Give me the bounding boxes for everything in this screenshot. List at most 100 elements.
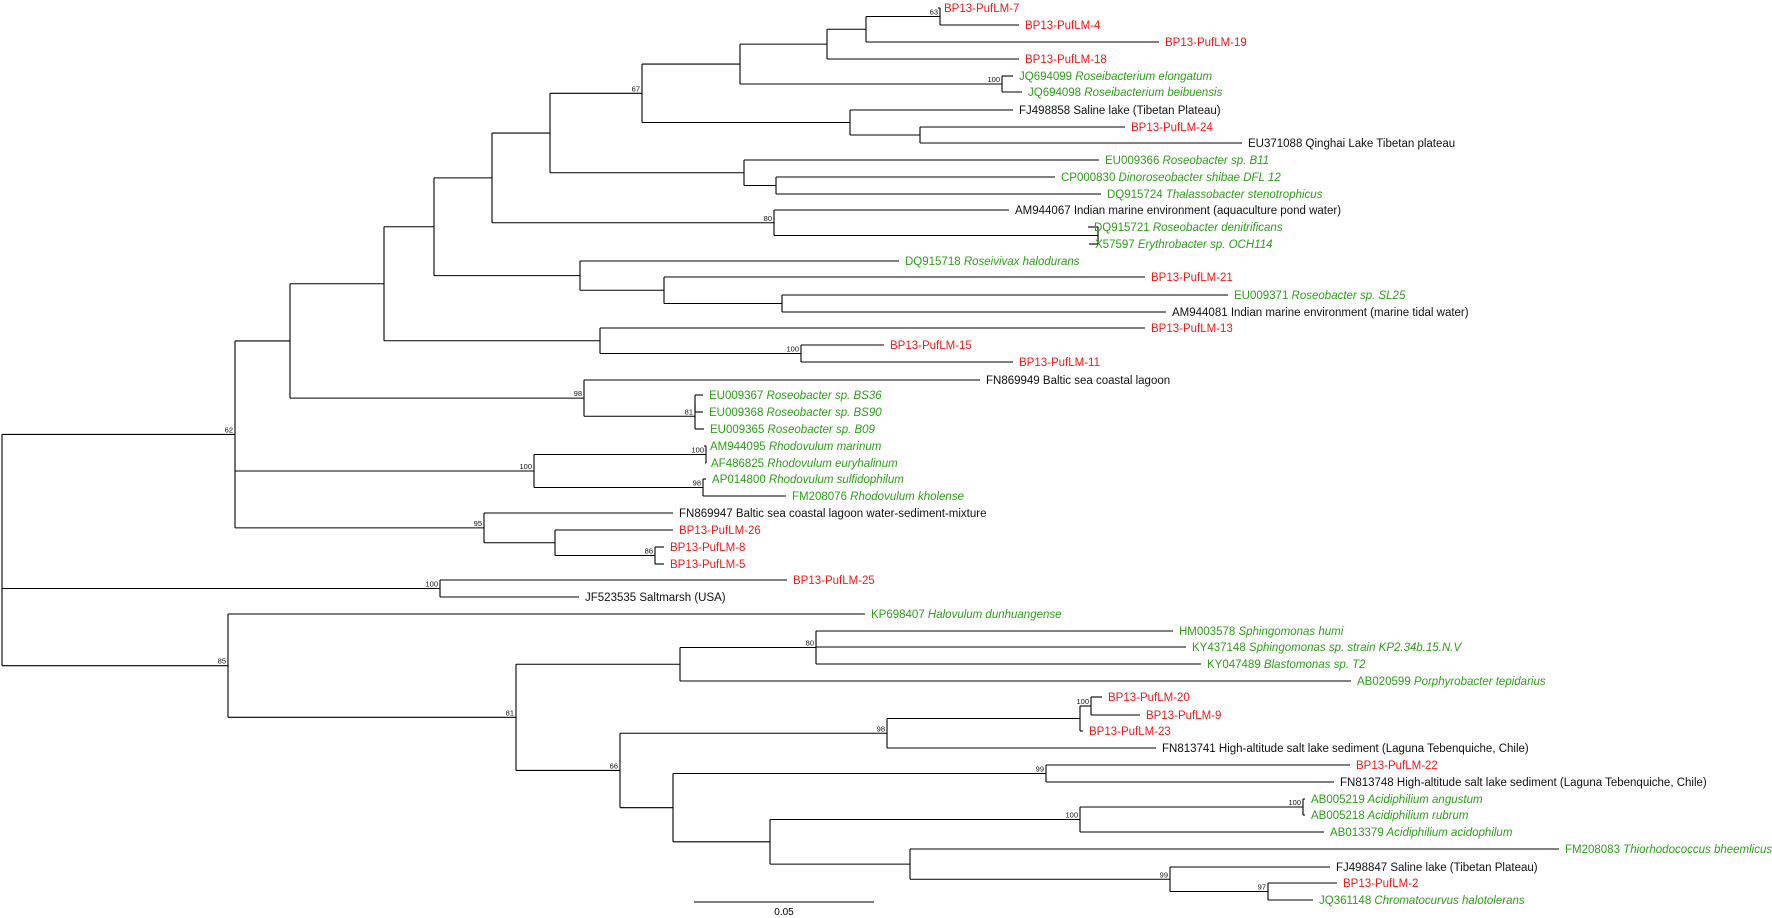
leaf-name: Thiorhodococcus bheemlicus <box>1620 844 1772 856</box>
leaf-accession: FN813741 <box>1162 743 1216 755</box>
leaf-label: KY047489 Blastomonas sp. T2 <box>1207 659 1366 671</box>
bootstrap-value: 67 <box>632 84 640 93</box>
leaf-label: AP014800 Rhodovulum sulfidophilum <box>712 474 904 486</box>
leaf-name: Saltmarsh (USA) <box>636 592 726 604</box>
leaf-label: BP13-PufLM-23 <box>1089 726 1171 738</box>
leaf-accession: BP13-PufLM-25 <box>793 575 875 587</box>
leaf-name: Blastomonas sp. T2 <box>1261 659 1366 671</box>
leaf-accession: FN869947 <box>679 508 733 520</box>
leaf-label: KP698407 Halovulum dunhuangense <box>871 609 1062 621</box>
leaf-name: Roseobacter sp. BS36 <box>763 390 882 402</box>
leaf-accession: AB013379 <box>1330 827 1384 839</box>
leaf-name: Roseobacter sp. B11 <box>1159 155 1269 167</box>
bootstrap-value: 98 <box>693 479 701 488</box>
leaf-name: Roseobacter sp. SL25 <box>1288 290 1406 302</box>
leaf-accession: BP13-PufLM-26 <box>679 525 761 537</box>
leaf-label: BP13-PufLM-13 <box>1151 323 1233 335</box>
leaf-accession: DQ915718 <box>905 256 961 268</box>
leaf-name: Sphingomonas sp. strain KP2.34b.15.N.V <box>1246 642 1463 654</box>
leaf-accession: DQ915721 <box>1094 222 1150 234</box>
leaf-label: FJ498847 Saline lake (Tibetan Plateau) <box>1336 862 1538 874</box>
leaf-label: AB013379 Acidiphilium acidophilum <box>1330 827 1513 839</box>
leaf-accession: EU009365 <box>710 424 764 436</box>
bootstrap-value: 100 <box>519 462 532 471</box>
leaf-accession: AM944095 <box>710 441 766 453</box>
leaf-accession: X57597 <box>1095 239 1135 251</box>
leaf-name: Rhodovulum kholense <box>847 491 964 503</box>
leaf-accession: AP014800 <box>712 474 766 486</box>
leaf-accession: FM208076 <box>792 491 847 503</box>
leaf-accession: BP13-PufLM-7 <box>944 3 1019 15</box>
leaf-label: EU371088 Qinghai Lake Tibetan plateau <box>1248 138 1455 150</box>
leaf-label: JQ694099 Roseibacterium elongatum <box>1019 71 1212 83</box>
leaf-name: Roseobacter sp. B09 <box>764 424 875 436</box>
bootstrap-value: 100 <box>987 75 1000 84</box>
bootstrap-values: 6310067801008198100981008695621008010098… <box>218 8 1301 892</box>
bootstrap-value: 63 <box>930 8 938 17</box>
leaf-accession: BP13-PufLM-15 <box>890 340 972 352</box>
bootstrap-value: 100 <box>425 580 438 589</box>
leaf-accession: AM944081 <box>1172 307 1228 319</box>
leaf-accession: BP13-PufLM-2 <box>1343 878 1418 890</box>
leaf-name: Roseivivax halodurans <box>961 256 1080 268</box>
leaf-label: AB005218 Acidiphilium rubrum <box>1311 810 1469 822</box>
leaf-label: CP000830 Dinoroseobacter shibae DFL 12 <box>1061 172 1281 184</box>
leaf-label: AB020599 Porphyrobacter tepidarius <box>1357 676 1546 688</box>
leaf-label: FM208083 Thiorhodococcus bheemlicus <box>1565 844 1772 856</box>
leaf-name: Roseibacterium elongatum <box>1072 71 1212 83</box>
leaf-name: Roseobacter sp. BS90 <box>763 407 882 419</box>
leaf-accession: BP13-PufLM-19 <box>1165 37 1247 49</box>
scale-bar: 0.05 <box>694 901 874 918</box>
leaf-accession: EU009368 <box>709 407 763 419</box>
leaf-label: BP13-PufLM-7 <box>944 3 1019 15</box>
leaf-accession: BP13-PufLM-9 <box>1146 710 1221 722</box>
leaf-label: BP13-PufLM-22 <box>1356 760 1438 772</box>
leaf-label: BP13-PufLM-24 <box>1131 122 1213 134</box>
leaf-label: EU009365 Roseobacter sp. B09 <box>710 424 876 436</box>
leaf-name: Erythrobacter sp. OCH114 <box>1135 239 1273 251</box>
leaf-name: Indian marine environment (marine tidal … <box>1228 307 1469 319</box>
leaf-accession: KP698407 <box>871 609 925 621</box>
leaf-label: AB005219 Acidiphilium angustum <box>1311 794 1483 806</box>
leaf-accession: BP13-PufLM-18 <box>1025 54 1107 66</box>
leaf-accession: BP13-PufLM-13 <box>1151 323 1233 335</box>
bootstrap-value: 98 <box>877 724 885 733</box>
bootstrap-value: 66 <box>610 761 618 770</box>
leaf-name: Halovulum dunhuangense <box>925 609 1062 621</box>
leaf-label: EU009366 Roseobacter sp. B11 <box>1105 155 1269 167</box>
leaf-name: Indian marine environment (aquaculture p… <box>1071 205 1342 217</box>
leaf-accession: KY437148 <box>1192 642 1246 654</box>
leaf-label: BP13-PufLM-25 <box>793 575 875 587</box>
bootstrap-value: 98 <box>574 389 582 398</box>
bootstrap-value: 81 <box>506 708 514 717</box>
leaf-accession: BP13-PufLM-5 <box>670 559 745 571</box>
bootstrap-value: 97 <box>1258 883 1266 892</box>
leaf-name: Rhodovulum sulfidophilum <box>766 474 904 486</box>
leaf-label: DQ915721 Roseobacter denitrificans <box>1094 222 1283 234</box>
bootstrap-value: 100 <box>691 446 704 455</box>
leaf-name: Rhodovulum marinum <box>766 441 882 453</box>
leaf-label: X57597 Erythrobacter sp. OCH114 <box>1095 239 1273 251</box>
leaf-accession: EU009367 <box>709 390 763 402</box>
leaf-name: Acidiphilium angustum <box>1365 794 1483 806</box>
leaf-accession: BP13-PufLM-24 <box>1131 122 1213 134</box>
leaf-accession: AB005218 <box>1311 810 1365 822</box>
leaf-accession: CP000830 <box>1061 172 1115 184</box>
leaf-label: BP13-PufLM-4 <box>1025 20 1101 32</box>
leaf-label: EU009368 Roseobacter sp. BS90 <box>709 407 882 419</box>
leaf-name: Thalassobacter stenotrophicus <box>1163 189 1323 201</box>
leaf-label: BP13-PufLM-20 <box>1108 692 1190 704</box>
leaf-label: HM003578 Sphingomonas humi <box>1179 626 1344 638</box>
bootstrap-value: 99 <box>1160 870 1168 879</box>
leaf-label: FN869947 Baltic sea coastal lagoon water… <box>679 508 986 520</box>
scale-bar-label: 0.05 <box>774 907 794 918</box>
leaf-name: Saline lake (Tibetan Plateau) <box>1070 105 1221 117</box>
leaf-accession: BP13-PufLM-8 <box>670 542 745 554</box>
leaf-accession: AM944067 <box>1015 205 1071 217</box>
tree-branches <box>1 7 1559 901</box>
leaf-accession: EU009366 <box>1105 155 1159 167</box>
leaf-accession: FJ498858 <box>1019 105 1070 117</box>
leaf-label: BP13-PufLM-5 <box>670 559 745 571</box>
leaf-label: BP13-PufLM-21 <box>1151 272 1233 284</box>
leaf-label: DQ915724 Thalassobacter stenotrophicus <box>1107 189 1323 201</box>
